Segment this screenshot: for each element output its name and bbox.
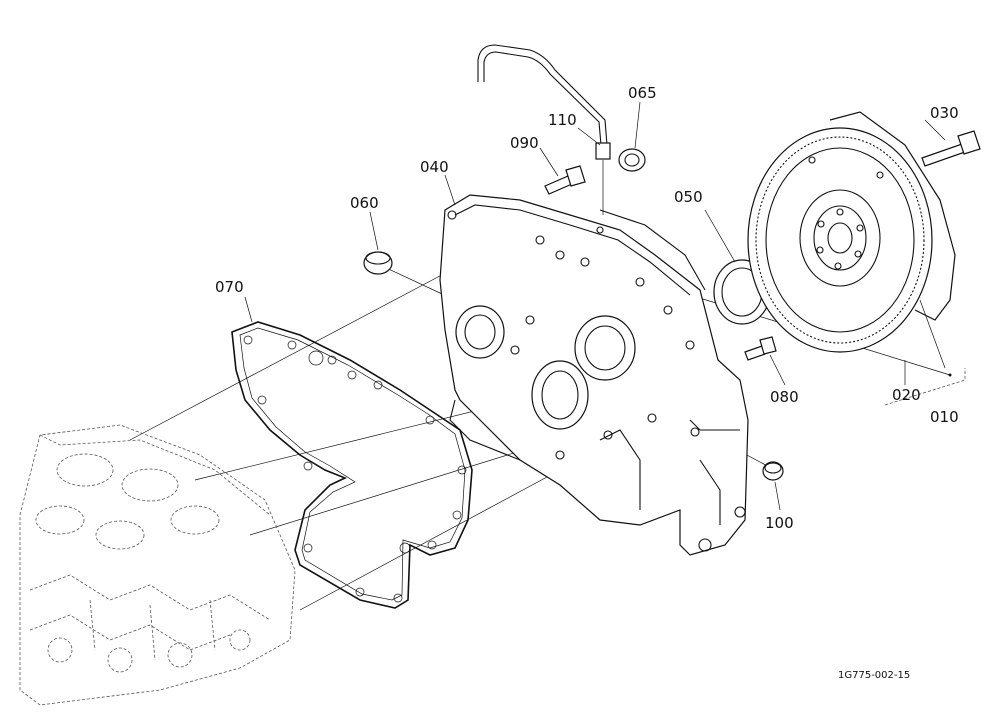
breather-pipe-110 — [477, 44, 611, 215]
flywheel-020 — [747, 111, 956, 369]
label-030: 030 — [930, 104, 959, 122]
label-060: 060 — [350, 194, 379, 212]
gasket-070 — [231, 321, 473, 609]
label-070: 070 — [215, 278, 244, 296]
label-110: 110 — [548, 111, 577, 129]
label-010: 010 — [930, 408, 959, 426]
seal-065 — [618, 148, 646, 172]
label-050: 050 — [674, 188, 703, 206]
leader-lines — [244, 101, 946, 511]
label-100: 100 — [765, 514, 794, 532]
label-065: 065 — [628, 84, 657, 102]
gear-case-040 — [439, 194, 749, 556]
assembly-bracket-010 — [884, 368, 966, 406]
drawing-reference: 1G775-002-15 — [838, 670, 910, 681]
bolt-090 — [544, 165, 586, 195]
bolt-080 — [744, 336, 777, 361]
bolt-030 — [921, 130, 981, 167]
plug-100 — [762, 461, 784, 481]
engine-block-phantom — [19, 424, 296, 706]
plug-060 — [363, 251, 393, 275]
label-020: 020 — [892, 386, 921, 404]
label-090: 090 — [510, 134, 539, 152]
label-080: 080 — [770, 388, 799, 406]
label-040: 040 — [420, 158, 449, 176]
